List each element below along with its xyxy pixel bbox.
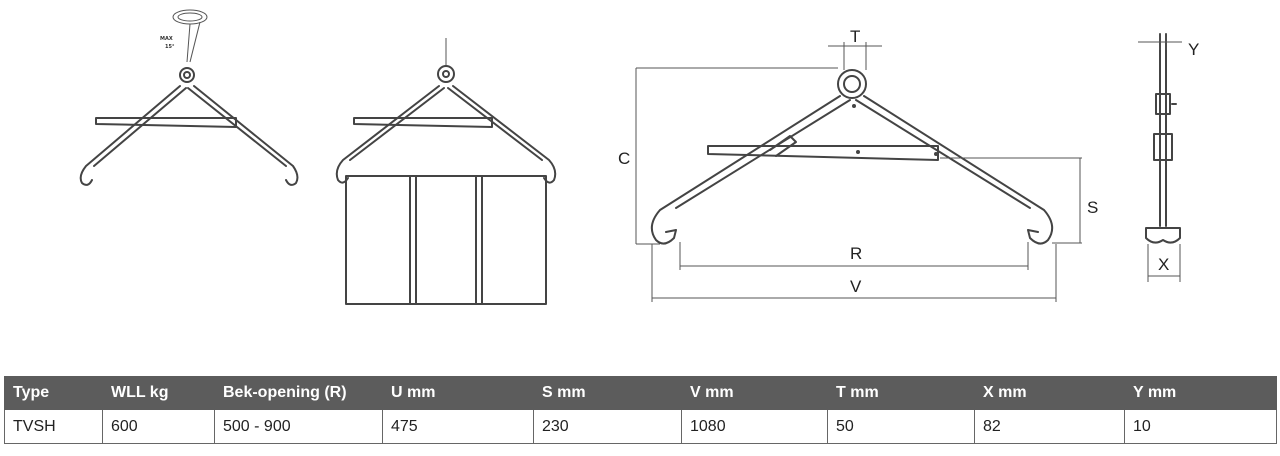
clamp-load-view: [335, 38, 557, 305]
clamp-angle-view: MAX 15°: [79, 9, 299, 186]
header-v: V mm: [681, 376, 828, 410]
header-jaw-opening: Bek-opening (R): [214, 376, 383, 410]
dim-label-v: V: [850, 277, 862, 296]
max-angle-label: MAX: [160, 36, 173, 42]
dim-label-y: Y: [1188, 40, 1199, 59]
cell-x: 82: [974, 409, 1125, 444]
table-row: TVSH 600 500 - 900 475 230 1080 50 82 10: [4, 409, 1277, 444]
technical-drawings-svg: MAX 15°: [79, 9, 1199, 305]
max-angle-value: 15°: [165, 44, 175, 50]
cell-u: 475: [382, 409, 534, 444]
header-wll: WLL kg: [102, 376, 215, 410]
clamp-side-view: Y X: [1138, 33, 1199, 282]
cell-v: 1080: [681, 409, 828, 444]
header-x: X mm: [974, 376, 1125, 410]
cell-t: 50: [827, 409, 975, 444]
header-t: T mm: [827, 376, 975, 410]
dim-label-r: R: [850, 244, 862, 263]
cell-s: 230: [533, 409, 682, 444]
dim-label-c: C: [618, 149, 630, 168]
table-header-row: Type WLL kg Bek-opening (R) U mm S mm V …: [4, 376, 1277, 410]
technical-drawings: MAX 15°: [79, 9, 1199, 305]
cell-jaw-opening: 500 - 900: [214, 409, 383, 444]
cell-type: TVSH: [4, 409, 103, 444]
header-type: Type: [4, 376, 103, 410]
cell-y: 10: [1124, 409, 1277, 444]
header-y: Y mm: [1124, 376, 1277, 410]
specification-table: Type WLL kg Bek-opening (R) U mm S mm V …: [4, 376, 1277, 444]
header-u: U mm: [382, 376, 534, 410]
header-s: S mm: [533, 376, 682, 410]
dim-label-t: T: [850, 27, 860, 46]
clamp-dimension-view: T C S R V: [618, 27, 1098, 302]
dim-label-x: X: [1158, 255, 1169, 274]
dim-label-s: S: [1087, 198, 1098, 217]
cell-wll: 600: [102, 409, 215, 444]
